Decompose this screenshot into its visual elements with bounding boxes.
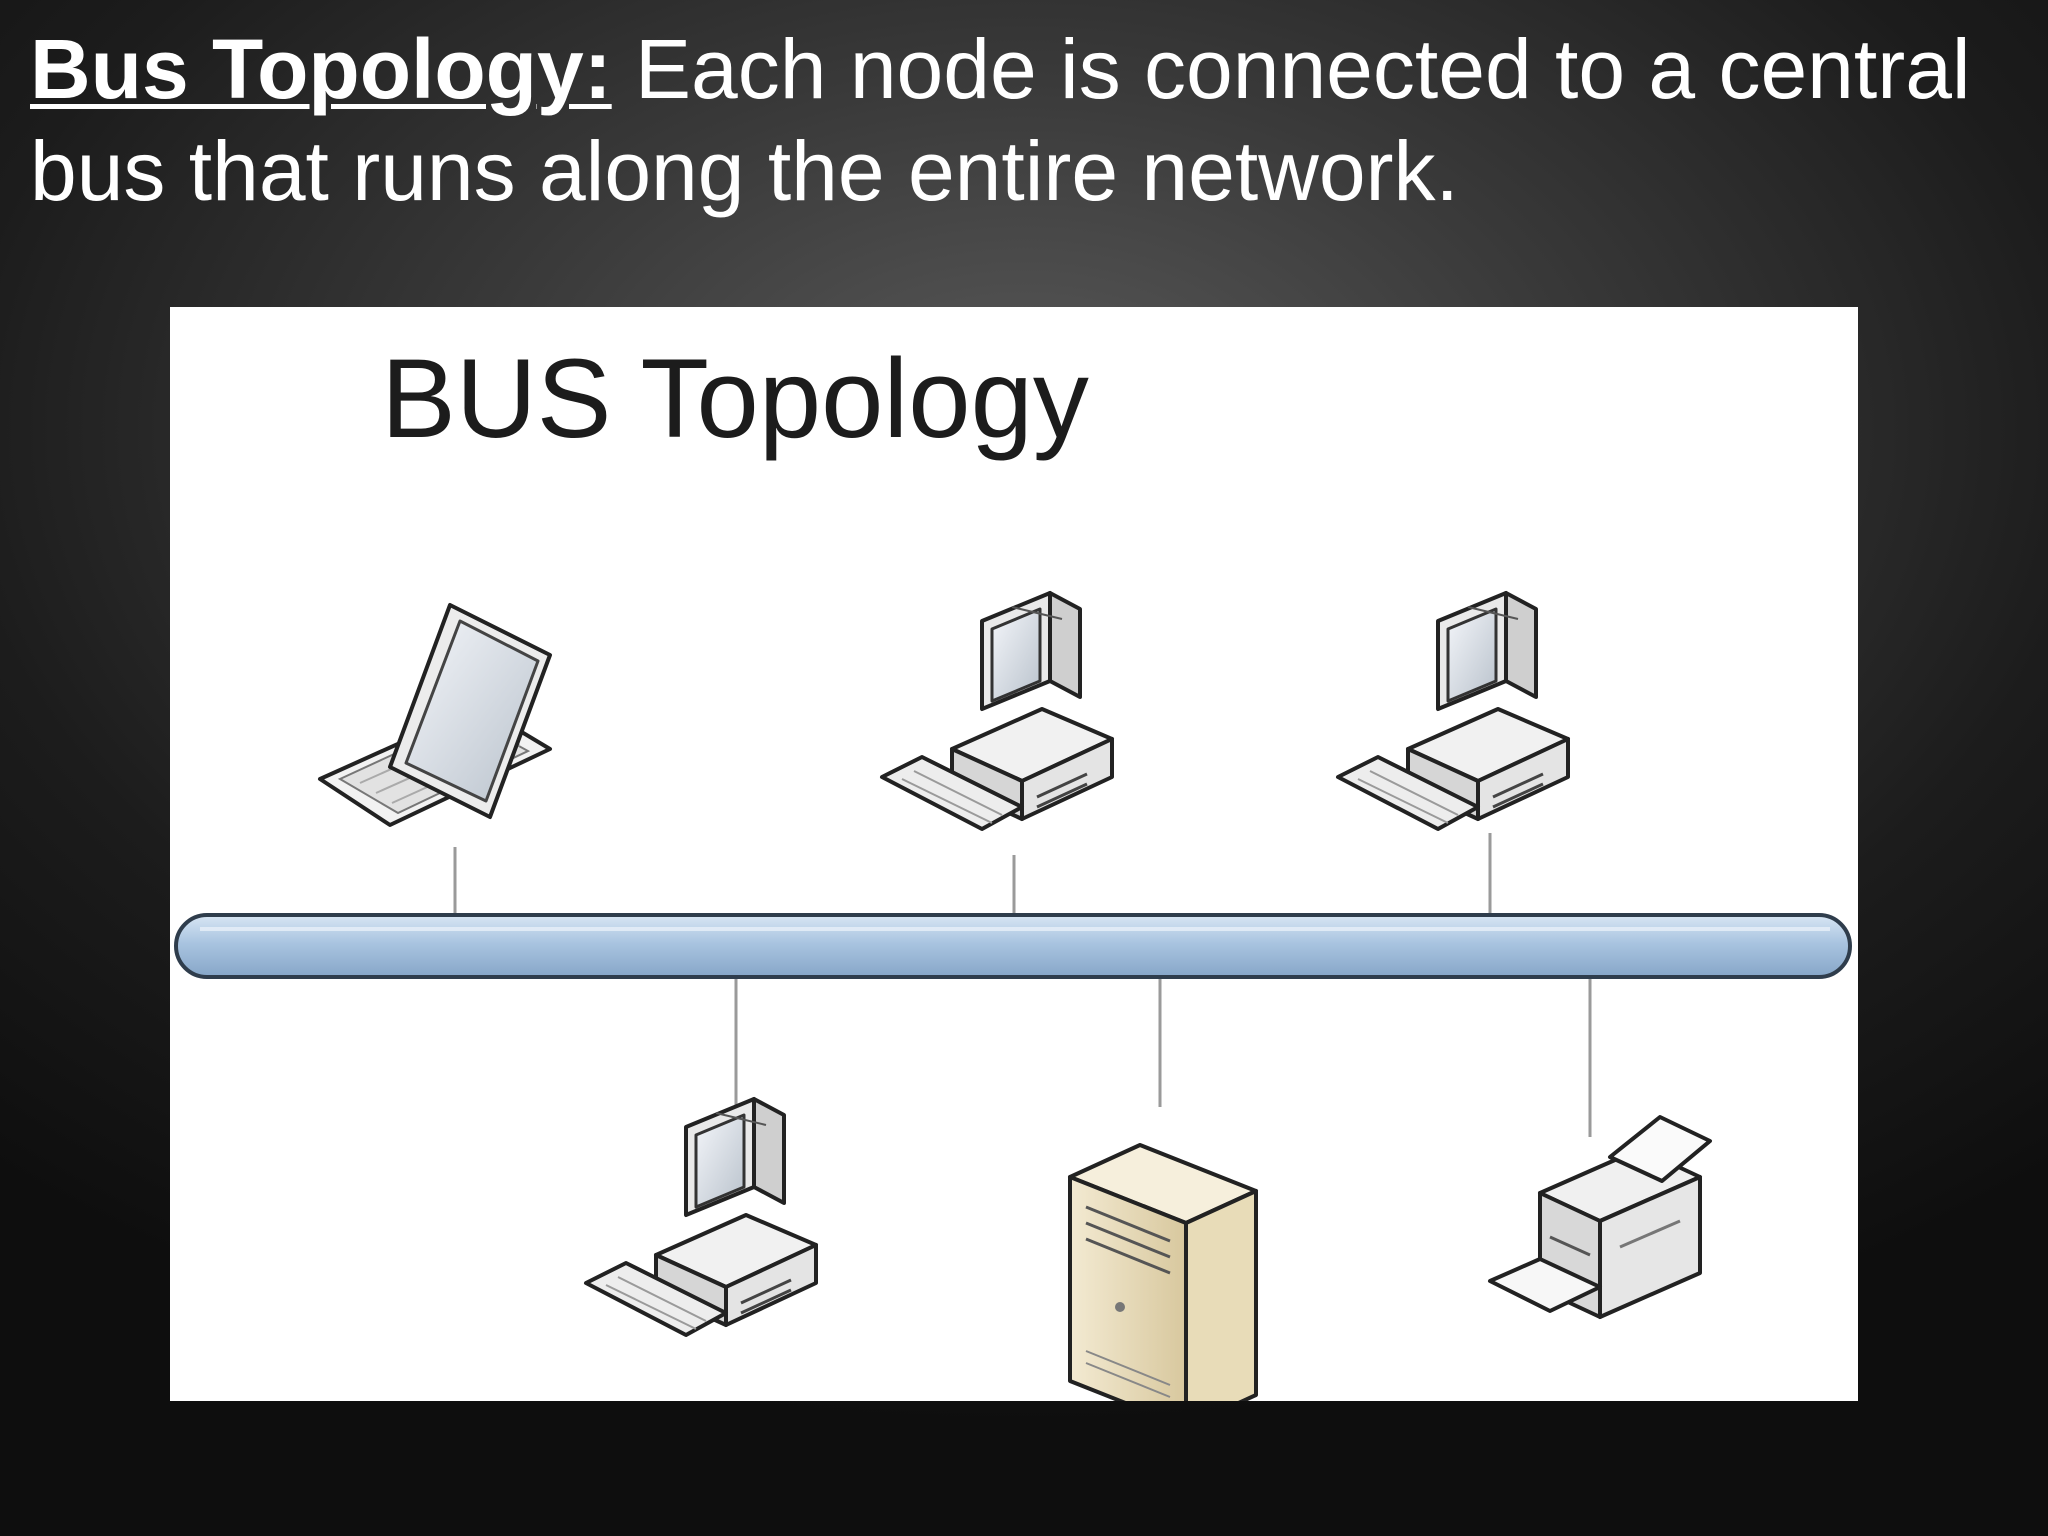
bus-topology-diagram: BUS Topology — [174, 336, 1852, 1401]
bus-topology-figure: BUS Topology — [170, 307, 1858, 1401]
workstation-icon — [880, 591, 1114, 831]
server-tower-icon — [1068, 1143, 1258, 1401]
printer-icon — [1488, 1115, 1712, 1319]
heading-description: Each node is connected to a central bus … — [30, 22, 1971, 218]
heading-term: Bus Topology: — [30, 22, 612, 116]
slide-heading: Bus Topology: Each node is connected to … — [30, 18, 2020, 222]
diagram-title: BUS Topology — [381, 336, 1089, 461]
central-bus-cable — [174, 913, 1852, 979]
workstation-icon — [1336, 591, 1570, 831]
workstation-icon — [584, 1097, 818, 1337]
laptop-icon — [318, 603, 552, 827]
